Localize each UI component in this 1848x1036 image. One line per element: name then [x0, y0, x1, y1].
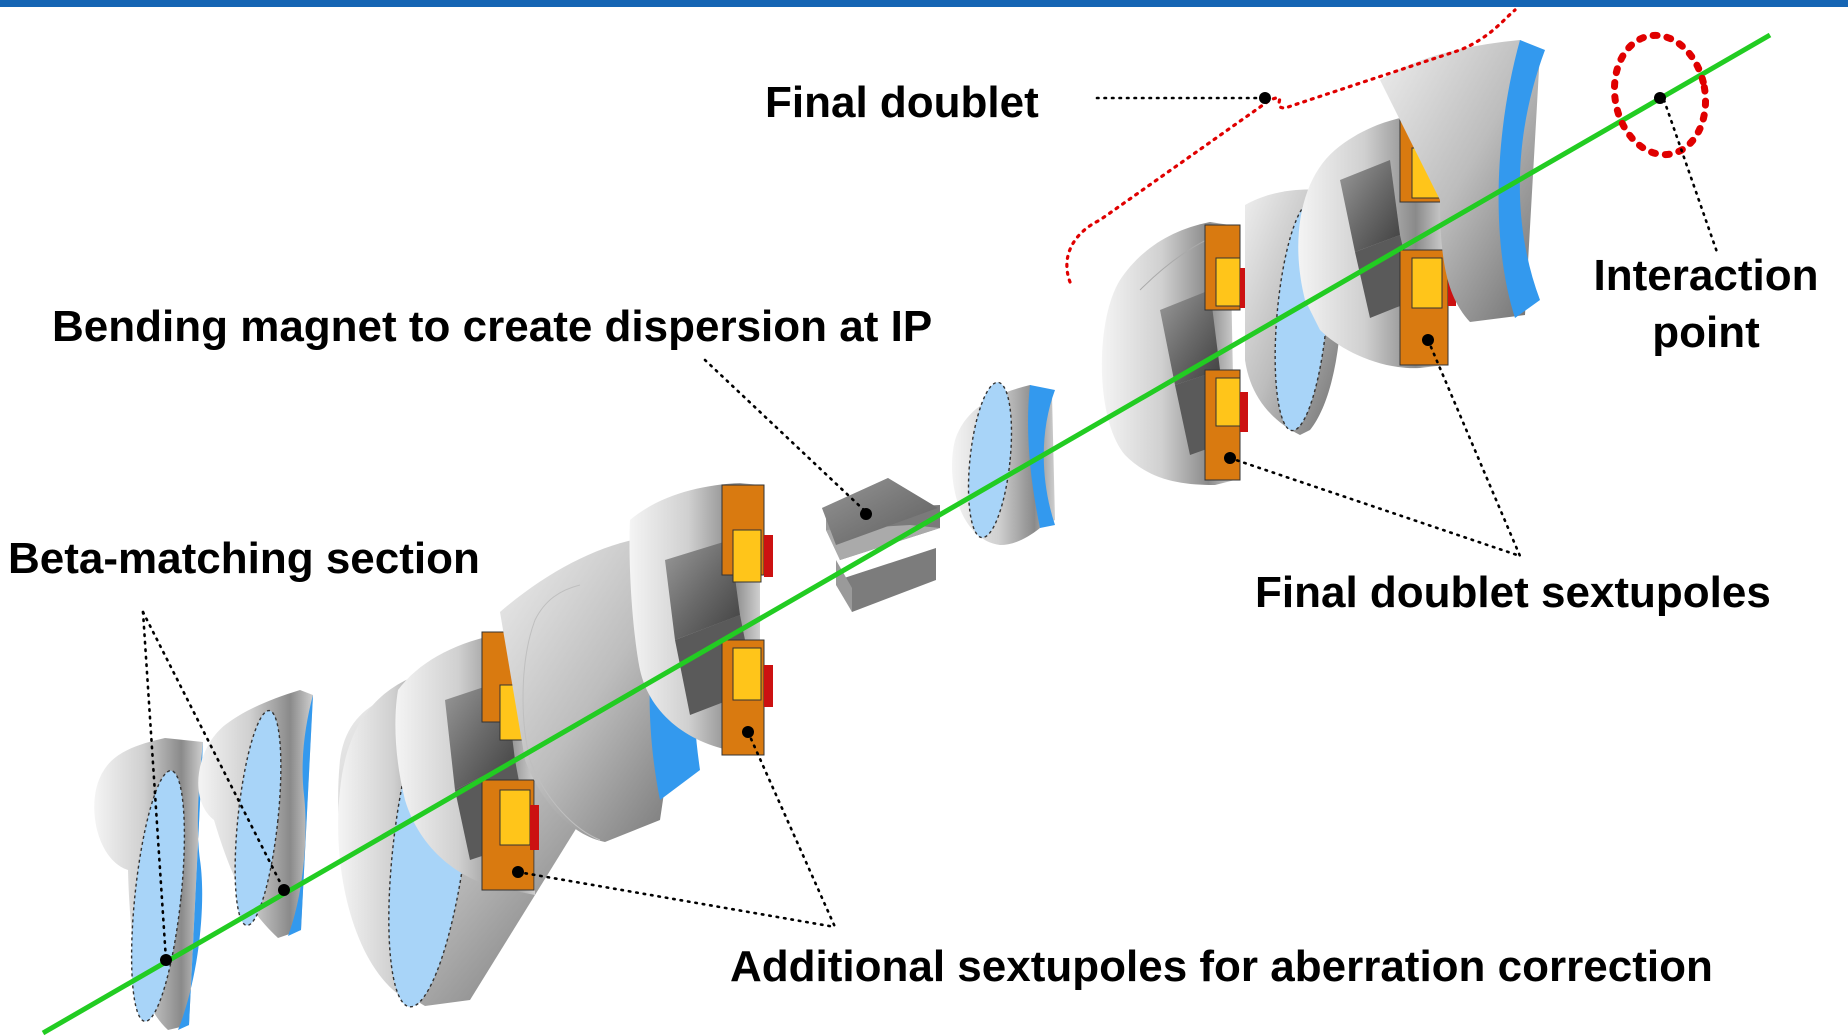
leader-fd-sextupole-2 [1426, 338, 1522, 558]
leader-beta-matching-1 [141, 610, 168, 962]
additional-sextupole-2 [629, 483, 773, 756]
leader-bending-magnet [703, 358, 868, 514]
beta-matching-lens-1 [94, 738, 203, 1030]
label-beta-matching: Beta-matching section [8, 534, 480, 583]
leader-add-sextupole-2 [746, 730, 837, 929]
bending-magnet [822, 478, 940, 612]
final-doublet-quad-2 [1298, 111, 1456, 369]
beam-line [41, 32, 1772, 1036]
leader-fd-sextupole-1 [1228, 456, 1522, 558]
header-bar [0, 0, 1848, 7]
leader-add-sextupole-1 [516, 870, 837, 929]
final-doublet-lens-2 [1380, 40, 1545, 322]
label-interaction-point-line1: Interaction [1594, 251, 1819, 300]
matching-lens-3 [952, 381, 1055, 545]
leader-beta-matching-2 [141, 610, 286, 892]
interaction-point-marker [1610, 31, 1710, 159]
final-doublet-quad-1 [1101, 222, 1248, 485]
label-additional-sextupoles: Additional sextupoles for aberration cor… [730, 942, 1713, 991]
beta-matching-lens-2 [198, 690, 313, 938]
label-final-doublet: Final doublet [765, 78, 1039, 127]
label-final-doublet-sextupoles: Final doublet sextupoles [1255, 568, 1771, 617]
final-doublet-bracket [1065, 8, 1517, 284]
label-interaction-point-line2: point [1652, 308, 1760, 357]
leader-interaction-point [1662, 98, 1720, 257]
label-bending-magnet: Bending magnet to create dispersion at I… [52, 302, 932, 351]
